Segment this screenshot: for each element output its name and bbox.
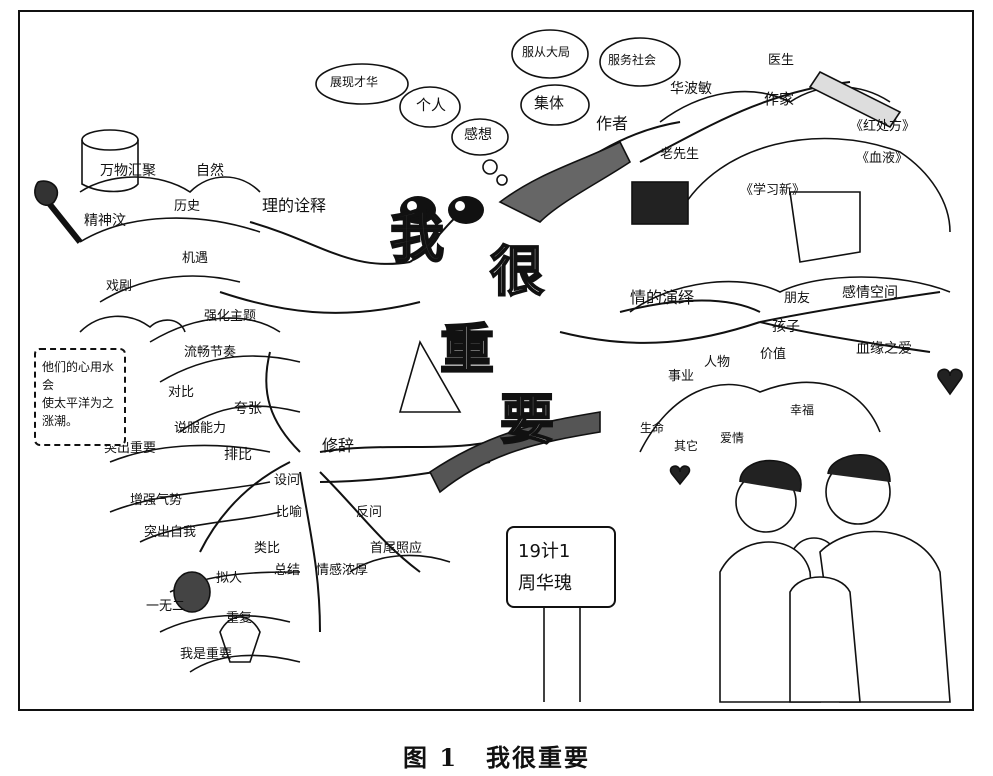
bubble-text: 感想 xyxy=(464,128,492,142)
emotion-item: 其它 xyxy=(674,440,698,452)
emotion-item: 孩子 xyxy=(772,320,800,334)
sign-name: 周华瑰 xyxy=(518,568,604,600)
thought-item: 作家 xyxy=(764,92,794,107)
emotion-item: 价值 xyxy=(760,348,786,361)
thought-item: 医生 xyxy=(768,54,794,67)
note-line: 他们的心用水会 xyxy=(42,358,118,394)
rhetoric-item: 流畅节奏 xyxy=(184,346,236,359)
branch-label-emotion: 情的演绎 xyxy=(630,290,694,306)
rhetoric-item: 比喻 xyxy=(276,506,302,519)
bubble-text: 个人 xyxy=(416,98,446,113)
emotion-item: 生命 xyxy=(640,422,664,434)
caption-fig: 图 1 xyxy=(403,738,458,773)
bubble-text: 服务社会 xyxy=(608,54,656,66)
branch-label-rhetoric: 修辞 xyxy=(322,438,354,454)
philosophy-item: 戏剧 xyxy=(106,280,132,293)
rhetoric-item: 首尾照应 xyxy=(370,542,422,555)
emotion-item: 人物 xyxy=(704,356,730,369)
philosophy-item: 万物汇聚 xyxy=(100,164,156,178)
rhetoric-item: 反问 xyxy=(356,506,382,519)
branch-label-thought: 作者 xyxy=(596,116,628,132)
rhetoric-item: 情感浓厚 xyxy=(316,564,368,577)
rhetoric-item: 类比 xyxy=(254,542,280,555)
note-line: 涨潮。 xyxy=(42,412,118,430)
caption-title: 我很重要 xyxy=(486,738,590,773)
emotion-item: 爱情 xyxy=(720,432,744,444)
rhetoric-item: 夸张 xyxy=(234,402,262,416)
mind-map-frame: 我 很 重 要 理的诠释 作者 情的演绎 修辞 万物汇聚 自然 精神汶 历史 戏… xyxy=(18,10,974,711)
figure-caption: 图 1 我很重要 xyxy=(0,738,993,773)
thought-item: 《学习新》 xyxy=(740,184,805,197)
center-char-4: 要 xyxy=(500,392,554,446)
philosophy-item: 机遇 xyxy=(182,252,208,265)
thought-item: 《血液》 xyxy=(856,152,908,165)
rhetoric-item: 一无二 xyxy=(146,600,185,613)
rhetoric-item: 对比 xyxy=(168,386,194,399)
rhetoric-item: 设问 xyxy=(274,474,300,487)
philosophy-item: 自然 xyxy=(196,164,224,178)
rhetoric-item: 突出自我 xyxy=(144,526,196,539)
rhetoric-item: 强化主题 xyxy=(204,310,256,323)
center-char-2: 很 xyxy=(490,244,544,298)
rhetoric-item: 排比 xyxy=(224,448,252,462)
sign-class: 19计1 xyxy=(518,536,604,568)
philosophy-item: 精神汶 xyxy=(84,214,126,228)
rhetoric-item: 总结 xyxy=(274,564,300,577)
emotion-item: 朋友 xyxy=(784,292,810,305)
bubble-text: 集体 xyxy=(534,96,564,111)
rhetoric-item: 重复 xyxy=(226,612,252,625)
emotion-item: 幸福 xyxy=(790,404,814,416)
bubble-text: 展现才华 xyxy=(330,76,378,88)
emotion-item: 感情空间 xyxy=(842,286,898,300)
author-sign: 19计1 周华瑰 xyxy=(506,526,616,608)
thought-item: 华波敏 xyxy=(670,82,712,96)
philosophy-item: 历史 xyxy=(174,200,200,213)
rhetoric-item: 说服能力 xyxy=(174,422,226,435)
thought-item: 《红处方》 xyxy=(850,120,915,133)
rhetoric-item: 拟人 xyxy=(216,572,242,585)
rhetoric-item: 增强气势 xyxy=(130,494,182,507)
center-char-1: 我 xyxy=(390,210,444,264)
center-char-3: 重 xyxy=(440,322,494,376)
emotion-item: 血缘之爱 xyxy=(856,342,912,356)
note-line: 使太平洋为之 xyxy=(42,394,118,412)
quote-note: 他们的心用水会 使太平洋为之 涨潮。 xyxy=(34,348,126,446)
thought-item: 老先生 xyxy=(660,148,699,161)
bubble-text: 服从大局 xyxy=(522,46,570,58)
branch-label-philosophy: 理的诠释 xyxy=(262,198,326,214)
rhetoric-item: 我是重要 xyxy=(180,648,232,661)
emotion-item: 事业 xyxy=(668,370,694,383)
